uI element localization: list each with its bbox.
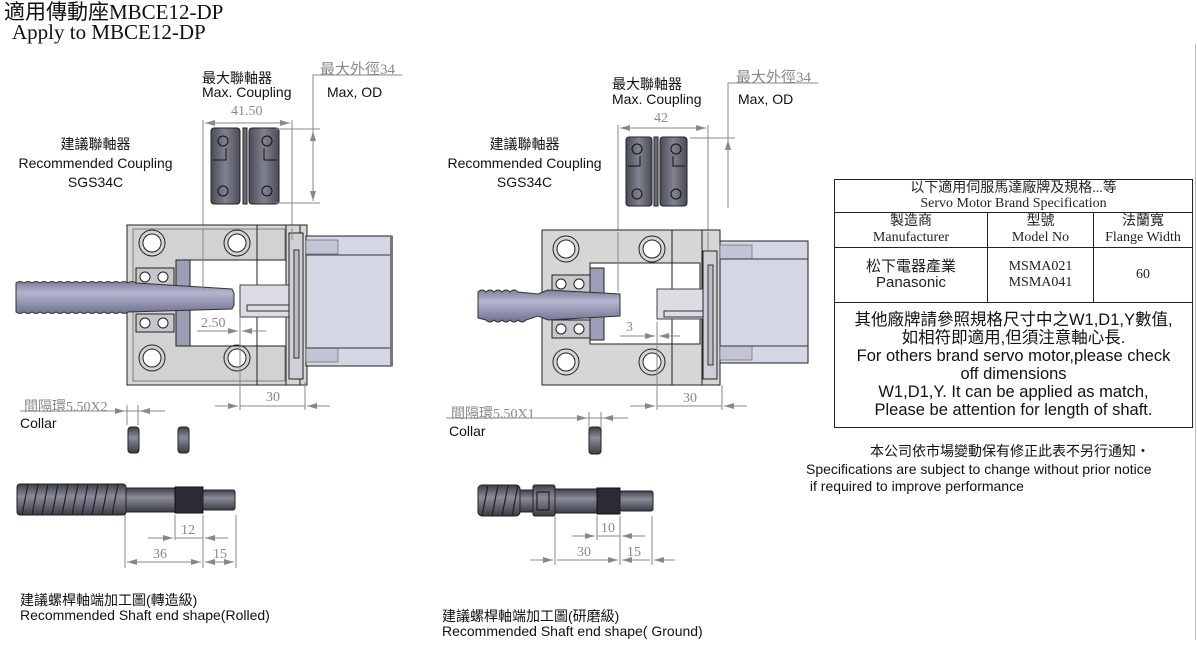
left-shaft-dim-2: 36 xyxy=(153,547,167,562)
left-assembly xyxy=(15,74,402,568)
right-coupling-width-dim: 42 xyxy=(654,111,668,126)
spec-table-title-zh: 以下適用伺服馬達廠牌及規格...等 xyxy=(910,181,1117,196)
left-motor-dim: 30 xyxy=(266,390,280,405)
left-collar-en: Collar xyxy=(20,415,57,431)
title-zh: 適用傳動座MBCE12-DP xyxy=(4,0,224,24)
collar-part-3 xyxy=(588,426,602,455)
right-max-coupling-en: Max. Coupling xyxy=(612,91,702,107)
collar-part-2 xyxy=(177,426,190,454)
left-collar-zh: 間隔環5.50X2 xyxy=(24,400,108,415)
spec-table-title: 以下適用伺服馬達廠牌及規格...等 Servo Motor Brand Spec… xyxy=(835,180,1192,213)
disclaimer-en-2: if required to improve performance xyxy=(806,478,1024,494)
col-header-flange-width: 法蘭寬 Flange Width xyxy=(1105,214,1181,245)
left-rec-coupling-zh: 建議聯軸器 xyxy=(60,136,131,152)
left-max-coupling-zh: 最大聯軸器 xyxy=(202,70,272,86)
left-rec-coupling-en: Recommended Coupling xyxy=(18,155,173,171)
left-coupling-width-dim: 41.50 xyxy=(231,104,263,119)
cell-model-no: MSMA021 MSMA041 xyxy=(988,248,1094,302)
disclaimer-en-1: Specifications are subject to change wit… xyxy=(806,461,1152,477)
rolled-shaft-part xyxy=(16,483,236,516)
right-max-coupling-zh: 最大聯軸器 xyxy=(612,76,682,92)
right-rec-coupling-en: Recommended Coupling xyxy=(447,155,602,171)
cell-flange-width: 60 xyxy=(1136,267,1150,282)
right-coupling-part xyxy=(625,136,688,207)
left-coupling-part xyxy=(210,127,280,205)
spec-table-title-en: Servo Motor Brand Specification xyxy=(920,196,1107,211)
table-row: 松下電器產業 Panasonic MSMA021 MSMA041 60 xyxy=(835,248,1192,303)
left-gap-dim: 2.50 xyxy=(201,316,226,331)
right-shaft-dim-2: 30 xyxy=(577,545,591,560)
left-max-od-zh: 最大外徑34 xyxy=(320,62,396,78)
spec-table-note: 其他廠牌請參照規格尺寸中之W1,D1,Y數值, 如相符即適用,但須注意軸心長. … xyxy=(854,311,1173,419)
col-header-manufacturer: 製造商 Manufacturer xyxy=(835,213,988,247)
right-collar-en: Collar xyxy=(449,423,486,439)
right-assembly xyxy=(446,82,818,565)
disclaimer-zh: 本公司依市場變動保有修正此表不另行通知・ xyxy=(870,443,1150,459)
cell-manufacturer: 松下電器產業 Panasonic xyxy=(835,248,988,302)
right-caption-zh: 建議螺桿軸端加工圖(研磨級) xyxy=(442,608,620,624)
left-shaft-dim-3: 15 xyxy=(213,547,227,562)
right-max-od-en: Max, OD xyxy=(738,91,794,107)
spec-table-header-row: 製造商 Manufacturer 型號 Model No 法蘭寬 Flange … xyxy=(835,213,1192,248)
right-motor-dim: 30 xyxy=(683,391,697,406)
left-max-od-en: Max, OD xyxy=(327,84,383,100)
title-en: Apply to MBCE12-DP xyxy=(12,20,206,44)
left-recommended-coupling: 建議聯軸器 Recommended Coupling SGS34C xyxy=(8,135,183,192)
left-caption-zh: 建議螺桿軸端加工圖(轉造級) xyxy=(20,592,198,608)
page-edge-divider xyxy=(1195,44,1196,640)
left-shaft-dim-1: 12 xyxy=(181,523,195,538)
right-gap-dim: 3 xyxy=(626,320,633,335)
servo-motor-spec-table: 以下適用伺服馬達廠牌及規格...等 Servo Motor Brand Spec… xyxy=(834,179,1193,428)
ground-shaft-part xyxy=(477,484,654,517)
right-recommended-coupling: 建議聯軸器 Recommended Coupling SGS34C xyxy=(437,135,612,192)
col-header-model-no: 型號 Model No xyxy=(988,213,1094,247)
right-rec-coupling-zh: 建議聯軸器 xyxy=(489,136,560,152)
right-shaft-dim-1: 10 xyxy=(601,521,615,536)
right-caption-en: Recommended Shaft end shape( Ground) xyxy=(442,623,703,639)
left-max-coupling-en: Max. Coupling xyxy=(202,84,292,100)
collar-part-1 xyxy=(127,426,140,454)
right-shaft-dim-3: 15 xyxy=(627,545,641,560)
right-collar-zh: 間隔環5.50X1 xyxy=(451,407,535,422)
left-caption-en: Recommended Shaft end shape(Rolled) xyxy=(20,607,270,623)
right-max-od-zh: 最大外徑34 xyxy=(736,70,812,86)
right-coupling-model: SGS34C xyxy=(496,174,553,190)
left-coupling-model: SGS34C xyxy=(67,174,124,190)
